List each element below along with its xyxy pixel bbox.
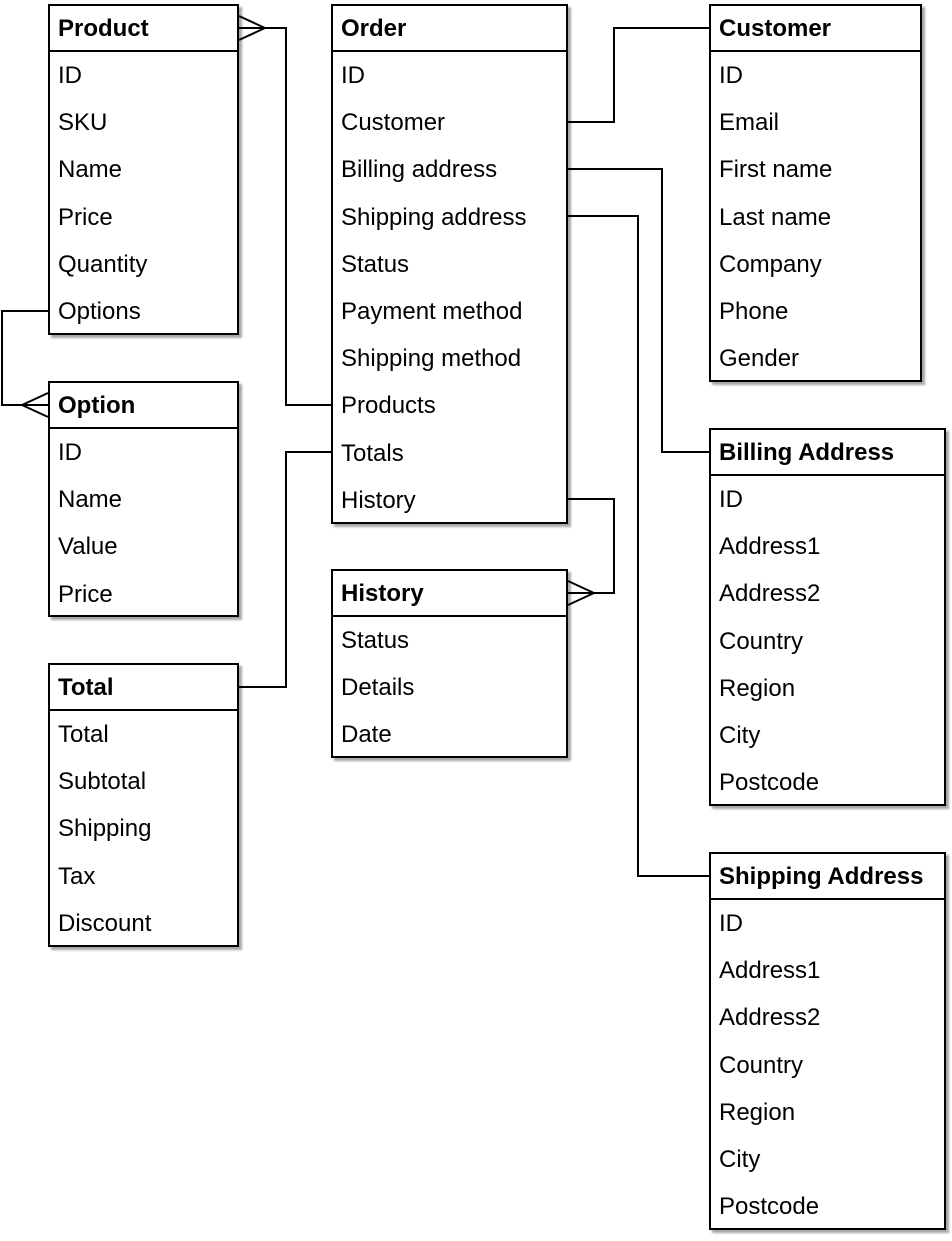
entity-title: Order: [333, 6, 566, 52]
entity-field: Address2: [719, 1004, 821, 1032]
entity-field: Region: [719, 674, 796, 702]
entity-field: Date: [341, 721, 392, 749]
entity-field: History: [341, 486, 416, 514]
entity-billing-address[interactable]: Billing Address ID Address1 Address2 Cou…: [709, 428, 946, 806]
history-crows-foot-icon: [567, 580, 595, 606]
entity-customer[interactable]: Customer ID Email First name Last name C…: [709, 4, 922, 382]
option-crows-foot-icon: [21, 392, 49, 418]
entity-total[interactable]: Total Total Subtotal Shipping Tax Discou…: [48, 663, 239, 947]
entity-title: Customer: [711, 6, 920, 52]
entity-field: Details: [341, 674, 415, 702]
entity-field: Gender: [719, 345, 800, 373]
entity-field: City: [719, 1145, 761, 1173]
entity-title: Product: [50, 6, 237, 52]
entity-field: Price: [58, 203, 113, 231]
entity-field: ID: [58, 62, 82, 89]
entity-field: Country: [719, 1051, 804, 1079]
entity-field: Phone: [719, 297, 789, 325]
link-order-totals: [239, 451, 331, 688]
entity-field: Address2: [719, 580, 821, 608]
entity-field: SKU: [58, 109, 108, 137]
entity-field: Price: [58, 580, 113, 608]
entity-field: Address1: [719, 957, 821, 985]
entity-order[interactable]: Order ID Customer Billing address Shippi…: [331, 4, 568, 524]
entity-field: Status: [341, 250, 410, 278]
entity-field: Quantity: [58, 250, 148, 278]
link-order-shipping-address: [568, 215, 709, 877]
product-crows-foot-icon: [238, 15, 266, 41]
entity-field: Email: [719, 109, 780, 137]
link-order-billing-address: [568, 168, 709, 453]
entity-field: Tax: [58, 862, 96, 890]
entity-field: Postcode: [719, 769, 820, 797]
entity-field: Customer: [341, 109, 446, 137]
entity-field: Status: [341, 627, 410, 654]
entity-history[interactable]: History Status Details Date: [331, 569, 568, 758]
entity-field: Region: [719, 1098, 796, 1126]
entity-field: Name: [58, 486, 123, 514]
entity-field: Country: [719, 627, 804, 655]
entity-field: Products: [341, 392, 436, 420]
entity-shipping-address[interactable]: Shipping Address ID Address1 Address2 Co…: [709, 852, 946, 1230]
entity-field: ID: [719, 910, 743, 937]
link-order-history: [568, 498, 615, 594]
entity-field: First name: [719, 156, 833, 184]
entity-field: ID: [58, 439, 82, 466]
entity-field: Options: [58, 297, 141, 325]
entity-field: City: [719, 721, 761, 749]
entity-field: ID: [719, 486, 743, 513]
entity-field: Last name: [719, 203, 832, 231]
entity-title: Total: [50, 665, 237, 711]
entity-title: Shipping Address: [711, 854, 944, 900]
link-product-options: [1, 310, 48, 406]
entity-option[interactable]: Option ID Name Value Price: [48, 381, 239, 617]
entity-field: Postcode: [719, 1193, 820, 1221]
entity-field: Value: [58, 533, 118, 561]
link-order-products: [239, 27, 331, 406]
entity-field: Subtotal: [58, 768, 147, 796]
entity-field: ID: [341, 62, 365, 89]
entity-field: Shipping: [58, 815, 152, 843]
entity-title: Option: [50, 383, 237, 429]
entity-field: Total: [58, 721, 109, 748]
entity-product[interactable]: Product ID SKU Name Price Quantity Optio…: [48, 4, 239, 335]
entity-field: Discount: [58, 909, 152, 937]
entity-field: Shipping method: [341, 345, 522, 373]
link-order-customer: [568, 27, 709, 123]
entity-field: Name: [58, 156, 123, 184]
entity-field: Totals: [341, 439, 404, 467]
entity-field: ID: [719, 62, 743, 89]
entity-title: History: [333, 571, 566, 617]
entity-field: Shipping address: [341, 203, 527, 231]
entity-field: Address1: [719, 533, 821, 561]
entity-field: Company: [719, 250, 822, 278]
entity-field: Payment method: [341, 297, 523, 325]
entity-title: Billing Address: [711, 430, 944, 476]
entity-field: Billing address: [341, 156, 498, 184]
